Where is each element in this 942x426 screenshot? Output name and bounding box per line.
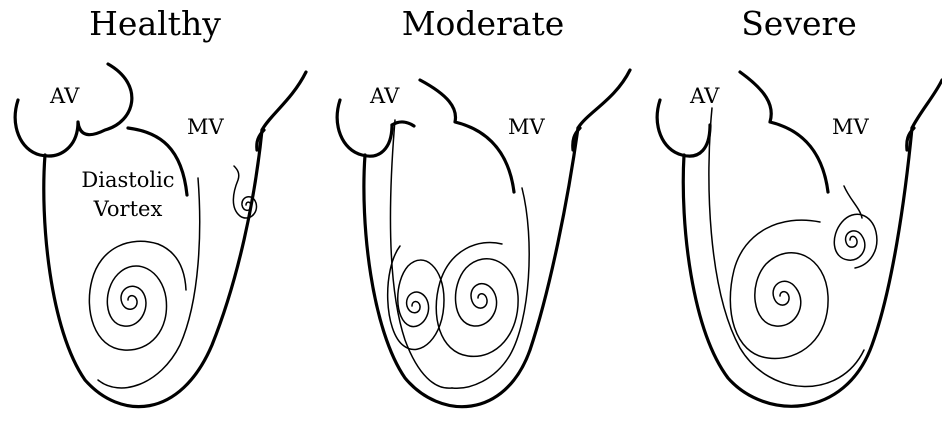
av-label: AV <box>369 84 400 108</box>
aortic-valve-cusps <box>15 64 132 156</box>
aortic-valve-cusps <box>657 100 710 156</box>
large-vortex-spiral <box>730 220 828 358</box>
mitral-jet-spiral <box>834 186 877 268</box>
panel-title: Severe <box>741 4 857 43</box>
vortex-label-line2: Vortex <box>93 197 163 221</box>
panel-healthy: Healthy AV MV Diastolic Vortex <box>15 4 306 407</box>
panel-title: Healthy <box>89 4 221 43</box>
mitral-anterior-leaflet <box>420 80 514 192</box>
panel-title: Moderate <box>402 4 565 43</box>
posterior-wall <box>262 72 306 130</box>
flow-streamline <box>709 108 864 387</box>
av-label: AV <box>49 84 80 108</box>
aortic-valve-cusps <box>337 100 392 156</box>
posterior-wall <box>912 80 942 128</box>
posterior-wall <box>578 70 630 128</box>
right-vortex-spiral <box>436 243 518 357</box>
av-label: AV <box>689 84 720 108</box>
ventricle-wall <box>364 128 578 407</box>
mitral-anterior-leaflet <box>740 72 828 192</box>
panel-severe: Severe AV MV <box>657 4 942 406</box>
vortex-label-line1: Diastolic <box>81 168 174 192</box>
ventricle-wall <box>683 128 912 406</box>
mv-label: MV <box>187 115 225 139</box>
mv-label: MV <box>832 115 870 139</box>
panel-moderate: Moderate AV MV <box>337 4 630 407</box>
diastolic-vortex-spiral <box>89 241 186 350</box>
mv-label: MV <box>508 115 546 139</box>
